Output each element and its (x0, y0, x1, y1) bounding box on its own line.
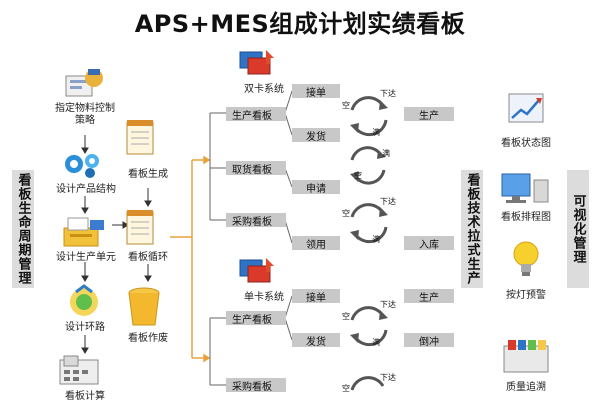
gears-icon (65, 154, 99, 178)
single-card-system-label: 单卡系统 (244, 292, 284, 303)
single-card-system-icon (239, 258, 274, 283)
status-chart-icon (508, 93, 544, 123)
pull-production-sidebar: 看板技术拉式生产 (461, 170, 483, 288)
mid-step-2: 看板循环 (128, 252, 168, 263)
cycle5-empty-label: 空 (342, 384, 350, 393)
cycle4-full-label: 满 (372, 338, 380, 347)
cycle3-full-label: 满 (372, 235, 380, 244)
mid-step-3: 看板作废 (128, 333, 168, 344)
calculator-icon (59, 355, 99, 385)
action-ship-2: 发货 (292, 333, 340, 348)
cycle3-issue-label: 下达 (380, 197, 396, 206)
right-item-2: 看板排程图 (501, 212, 551, 223)
cycle3-empty-label: 空 (342, 209, 350, 218)
schedule-chart-icon (501, 173, 549, 203)
cycle1-empty-label: 空 (342, 101, 350, 110)
strategy-icon (65, 69, 103, 97)
action-flush: 倒冲 (404, 333, 454, 348)
page-title: APS+MES组成计划实绩看板 (134, 10, 466, 38)
dual-card-system-label: 双卡系统 (244, 84, 284, 95)
pickup-board: 取货看板 (226, 161, 286, 176)
left-step-4: 设计环路 (65, 322, 105, 333)
left-step-2: 设计产品结构 (56, 184, 116, 195)
left-step-3: 设计生产单元 (56, 252, 116, 263)
production-board-1: 生产看板 (226, 107, 286, 122)
trash-bin-icon (128, 287, 160, 326)
left-step-5: 看板计算 (65, 391, 105, 402)
action-receive-2: 接单 (292, 289, 340, 304)
cycle2-full-label: 满 (382, 149, 390, 158)
cycle1-full-label: 满 (372, 128, 380, 137)
action-produce-2: 生产 (404, 289, 454, 304)
production-unit-icon (63, 217, 104, 247)
notepad-icon (126, 120, 154, 155)
production-board-2: 生产看板 (226, 311, 286, 326)
lifecycle-sidebar: 看板生命周期管理 (12, 170, 34, 288)
action-receive-1: 接单 (292, 84, 340, 99)
right-item-3: 按灯预警 (506, 290, 546, 301)
right-item-4: 质量追溯 (506, 382, 546, 393)
action-ship-1: 发货 (292, 128, 340, 143)
action-produce-1: 生产 (404, 107, 454, 122)
cycle1-issue-label: 下达 (380, 89, 396, 98)
quality-trace-icon (503, 340, 549, 373)
cycle4-empty-label: 空 (342, 312, 350, 321)
right-item-1: 看板状态图 (501, 138, 551, 149)
action-use: 领用 (292, 236, 340, 251)
mid-step-1: 看板生成 (128, 169, 168, 180)
cycle4-issue-label: 下达 (380, 300, 396, 309)
kanban-card-icon (126, 210, 154, 245)
cycle2-empty-label: 空 (354, 171, 362, 180)
loop-icon (70, 284, 98, 316)
action-apply: 申请 (292, 180, 340, 195)
dual-card-system-icon (239, 50, 274, 75)
cycle5-issue-label: 下达 (380, 373, 396, 382)
visual-management-sidebar: 可视化管理 (567, 170, 589, 288)
light-bulb-icon (513, 241, 539, 276)
purchase-board-2: 采购看板 (226, 378, 286, 393)
purchase-board-1: 采购看板 (226, 213, 286, 228)
action-stock-in: 入库 (404, 236, 454, 251)
left-step-1: 指定物料控制策略 (55, 103, 115, 126)
